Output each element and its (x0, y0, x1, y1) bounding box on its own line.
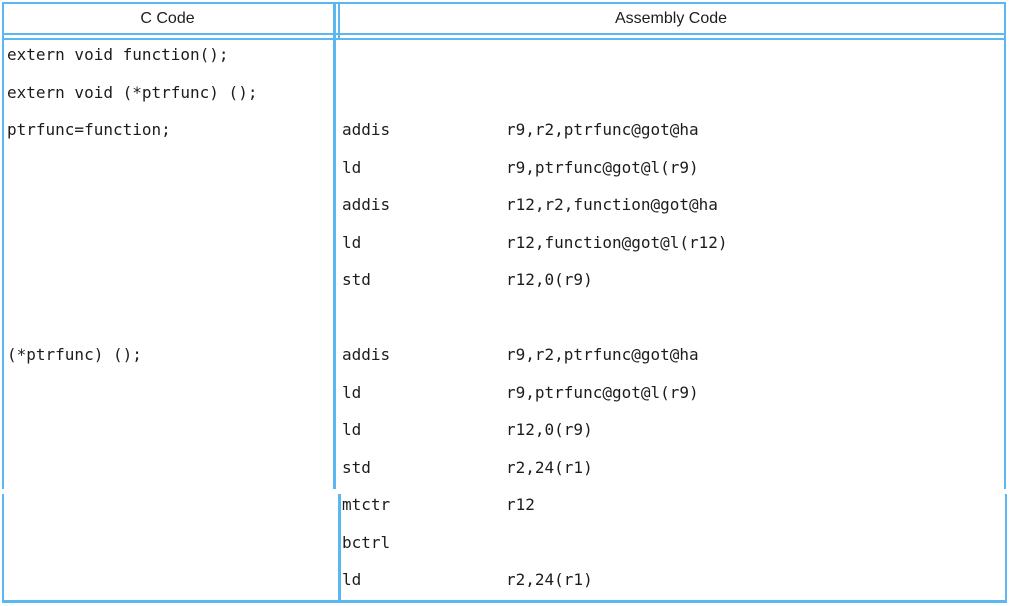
asm-operands: r12 (506, 495, 535, 514)
asm-mnemonic: addis (342, 195, 391, 214)
column-header-assembly-code: Assembly Code (614, 9, 728, 27)
c-code-line (7, 299, 257, 337)
asm-mnemonic: ld (342, 382, 362, 402)
c-code-line: extern void (*ptrfunc) (); (7, 82, 258, 102)
asm-line: ld r2,24(r1) (342, 561, 728, 599)
asm-mnemonic: mtctr (342, 495, 391, 514)
asm-line: ld r9,ptrfunc@got@l(r9) (342, 374, 728, 412)
c-code-line: extern void function(); (7, 45, 229, 64)
c-code-line (7, 186, 257, 224)
asm-mnemonic: ld (342, 420, 362, 439)
asm-mnemonic: addis (342, 345, 391, 364)
asm-mnemonic: ld (342, 157, 362, 177)
column-divider-lower (338, 494, 341, 600)
asm-line: std r12,0(r9) (342, 261, 728, 299)
asm-line: ld r9,ptrfunc@got@l(r9) (342, 149, 728, 187)
asm-mnemonic: ld (342, 232, 362, 252)
asm-operands: r12,0(r9) (506, 420, 593, 439)
asm-line: addis r9,r2,ptrfunc@got@ha (342, 111, 728, 149)
c-code-line (7, 261, 257, 299)
column-header-c-code: C Code (140, 9, 195, 27)
asm-mnemonic: addis (342, 120, 391, 139)
column-divider-upper (333, 2, 336, 489)
asm-operands: r2,24(r1) (506, 457, 593, 477)
asm-line: std r2,24(r1) (342, 449, 728, 487)
header-separator-line-1 (2, 33, 1006, 35)
asm-line: ld r12,0(r9) (342, 411, 728, 449)
asm-mnemonic: std (342, 457, 371, 477)
c-code-line (7, 224, 257, 262)
c-code-column: extern void function(); extern void (*pt… (7, 36, 257, 374)
c-code-line (7, 149, 257, 187)
asm-line (342, 36, 728, 74)
asm-operands: r12,r2,function@got@ha (506, 195, 718, 214)
asm-operands: r2,24(r1) (506, 570, 593, 589)
table-outer-border-lower (2, 494, 1007, 603)
asm-operands: r9,r2,ptrfunc@got@ha (506, 345, 699, 364)
asm-operands: r12,0(r9) (506, 270, 593, 289)
asm-mnemonic: ld (342, 570, 362, 589)
c-code-line: ptrfunc=function; (7, 120, 171, 139)
asm-mnemonic: bctrl (342, 532, 391, 552)
asm-line: bctrl (342, 524, 728, 562)
asm-mnemonic: std (342, 270, 371, 289)
asm-operands: r12,function@got@l(r12) (506, 232, 728, 252)
column-divider-header-inner (338, 4, 340, 38)
asm-line: ld r12,function@got@l(r12) (342, 224, 728, 262)
asm-operands: r9,ptrfunc@got@l(r9) (506, 382, 699, 402)
asm-line: addis r12,r2,function@got@ha (342, 186, 728, 224)
asm-line: mtctr r12 (342, 486, 728, 524)
table-outer-border-upper (2, 2, 1006, 489)
asm-operands: r9,ptrfunc@got@l(r9) (506, 157, 699, 177)
assembly-code-column: addis r9,r2,ptrfunc@got@ha ld r9,ptrfunc@g… (342, 36, 728, 599)
c-code-line: (*ptrfunc) (); (7, 345, 142, 364)
header-separator-line-2 (2, 38, 1006, 40)
asm-line (342, 299, 728, 337)
asm-operands: r9,r2,ptrfunc@got@ha (506, 120, 699, 139)
asm-line: addis r9,r2,ptrfunc@got@ha (342, 336, 728, 374)
asm-line (342, 74, 728, 112)
